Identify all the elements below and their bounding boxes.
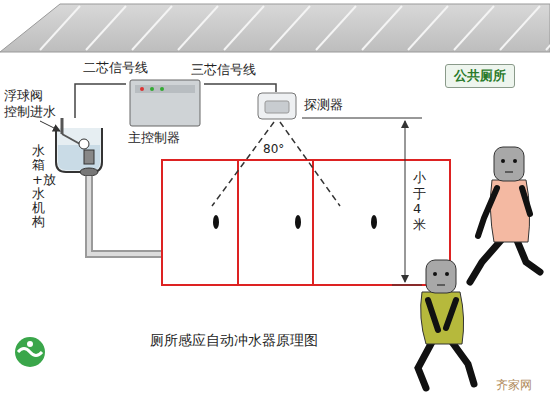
detection-boundary [280,122,340,206]
node-label: 探测器 [304,97,343,113]
place-sign: 公共厕所 [445,64,515,88]
water-tank [56,128,102,172]
text-label: 小于4米 [413,170,426,232]
stall-divider [312,160,314,285]
flush-pipe-inner [89,176,162,254]
text-label: 浮球阀 控制进水 [4,88,60,119]
controller-device [130,80,200,126]
node-label: 水箱+放水机构 [32,144,45,230]
flush-valve [84,150,94,164]
detector-device [258,93,296,119]
detector-lens [265,101,289,113]
water [58,145,100,170]
leader-line [40,121,60,131]
outlet [80,168,98,176]
text-label: 齐家网 [496,378,532,392]
ceiling-hatch [40,6,550,50]
logo-dot [27,341,33,347]
controller-panel [135,85,195,93]
text-label: 80° [263,142,284,156]
detector-unit: 探测器 [256,92,352,122]
wire-label: 三芯信号线 [190,62,257,78]
node-label: 主控制器 [128,130,180,146]
dimension-tick [392,285,422,286]
toilet-stalls [162,160,450,285]
dimension-tick [302,118,422,119]
door-handle [213,215,219,229]
indicator [140,87,144,91]
caption: 厕所感应自动冲水器原理图 [150,332,318,349]
inlet-pipe [61,118,64,134]
dimension-line [405,121,406,282]
door-handle [371,215,377,229]
flush-pipe [89,176,162,254]
signal-wire [204,84,276,92]
controller-unit: 主控制器 [126,78,204,148]
wire-label: 二芯信号线 [82,60,149,76]
detection-boundary [212,122,274,206]
logo [15,337,45,367]
node-label: 公共厕所 [454,68,506,84]
indicator [160,87,164,91]
stall-divider [237,160,239,285]
person-figure [418,260,474,388]
door-handle [295,215,301,229]
float-ball [79,139,89,149]
ceiling [0,4,550,52]
tank-unit: 水箱+放水机构 [28,118,52,232]
logo-wave [18,349,42,356]
float-arm [62,134,80,144]
indicator [150,87,154,91]
person-figure [470,147,540,282]
signal-wire [75,84,126,118]
